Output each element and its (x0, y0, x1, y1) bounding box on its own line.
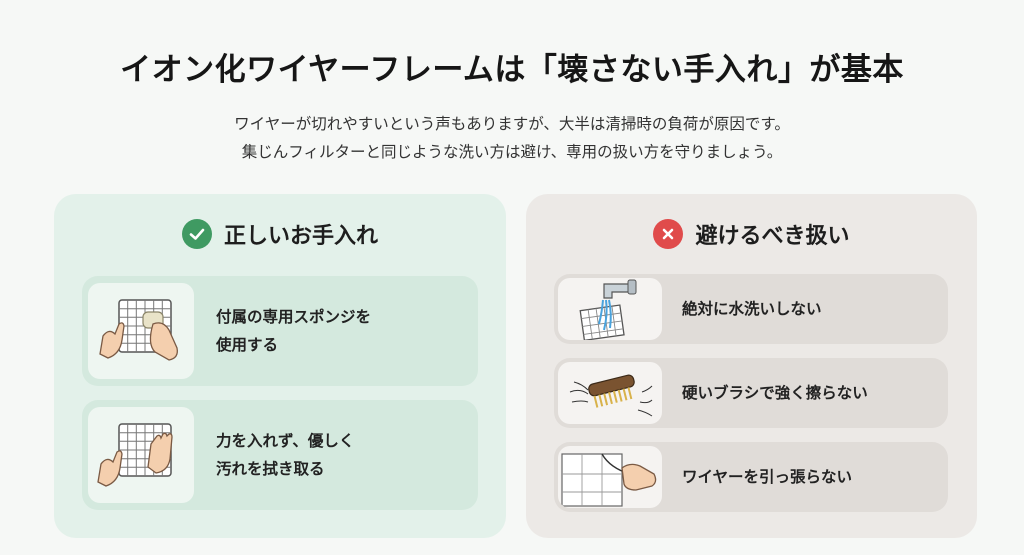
page-title: イオン化ワイヤーフレームは「壊さない手入れ」が基本 (120, 52, 904, 88)
item-text: ワイヤーを引っ張らない (682, 468, 853, 486)
cross-icon (653, 219, 684, 249)
subtitle-line-1: ワイヤーが切れやすいという声もありますが、大半は清掃時の負荷が原因です。 (234, 115, 790, 133)
item-text: 力を入れず、優しく 汚れを拭き取る (216, 432, 355, 478)
subtitle-line-2: 集じんフィルターと同じような洗い方は避け、専用の扱い方を守りましょう。 (241, 143, 783, 161)
list-item: 付属の専用スポンジを 使用する (82, 276, 478, 386)
list-item: ワイヤーを引っ張らない (554, 442, 948, 512)
correct-care-header: 正しいお手入れ (54, 216, 506, 252)
hands-sponge-icon (88, 283, 194, 379)
correct-care-panel: 正しいお手入れ 付属の専用スポンジを 使用する (54, 194, 506, 538)
brush-icon (558, 362, 662, 424)
avoid-header: 避けるべき扱い (526, 216, 977, 252)
pull-wire-icon (558, 446, 662, 508)
list-item: 絶対に水洗いしない (554, 274, 948, 344)
list-item: 硬いブラシで強く擦らない (554, 358, 948, 428)
avoid-panel: 避けるべき扱い 絶対に水洗いしない (526, 194, 977, 538)
item-text: 硬いブラシで強く擦らない (682, 384, 868, 402)
hands-wipe-icon (88, 407, 194, 503)
avoid-heading: 避けるべき扱い (695, 224, 850, 249)
check-icon (181, 219, 212, 249)
item-text: 絶対に水洗いしない (682, 300, 822, 318)
faucet-icon (558, 278, 662, 340)
correct-care-heading: 正しいお手入れ (223, 224, 378, 249)
list-item: 力を入れず、優しく 汚れを拭き取る (82, 400, 478, 510)
item-text: 付属の専用スポンジを 使用する (216, 308, 372, 354)
